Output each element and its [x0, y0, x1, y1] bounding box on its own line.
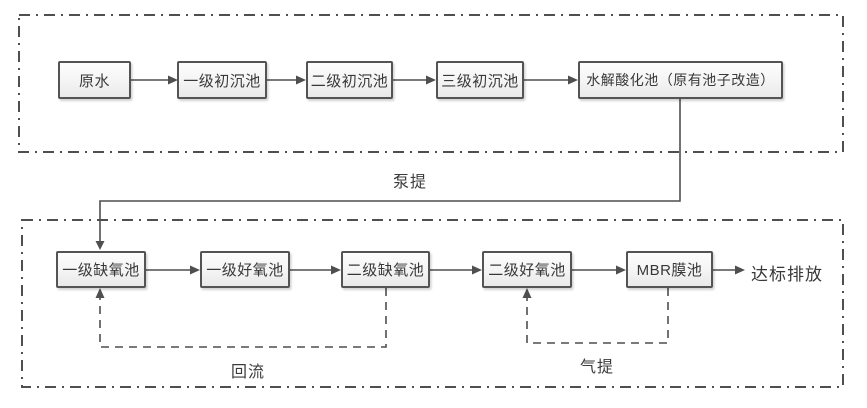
node-secondary-settling-label: 二级初沉池 — [310, 72, 389, 90]
pretreatment-section-border — [18, 14, 844, 153]
biological-section-border — [21, 219, 844, 388]
bottom-row-flow-arrows — [146, 265, 745, 275]
node-anoxic-1-label: 一级缺氧池 — [62, 262, 140, 279]
node-aerobic-tank-2: 二级好氧池 — [482, 251, 572, 288]
node-raw-water: 原水 — [58, 61, 131, 99]
node-secondary-settling-tank: 二级初沉池 — [306, 61, 393, 99]
air-lift-label: 气提 — [580, 359, 615, 376]
node-mbr-label: MBR膜池 — [636, 262, 703, 279]
top-row-flow-arrows — [131, 75, 578, 85]
node-tertiary-settling-label: 三级初沉池 — [441, 72, 519, 90]
node-primary-settling-tank: 一级初沉池 — [177, 61, 267, 99]
node-raw-water-label: 原水 — [78, 72, 110, 90]
node-aerobic-1-label: 一级好氧池 — [206, 262, 284, 279]
node-hydrolysis-acidification-tank: 水解酸化池（原有池子改造） — [578, 61, 783, 99]
node-anoxic-tank-2: 二级缺氧池 — [341, 251, 430, 288]
compliant-discharge-label: 达标排放 — [751, 265, 823, 284]
pump-lift-label: 泵提 — [393, 174, 428, 191]
air-lift-dashed-connector — [522, 288, 669, 344]
pump-lift-connector — [95, 99, 681, 250]
node-aerobic-2-label: 二级好氧池 — [488, 262, 566, 279]
node-tertiary-settling-tank: 三级初沉池 — [436, 61, 524, 99]
reflux-label: 回流 — [231, 364, 266, 381]
node-aerobic-tank-1: 一级好氧池 — [200, 251, 290, 288]
node-anoxic-2-label: 二级缺氧池 — [346, 262, 425, 279]
node-mbr-membrane-tank: MBR膜池 — [626, 251, 713, 288]
node-anoxic-tank-1: 一级缺氧池 — [56, 251, 146, 288]
node-primary-settling-label: 一级初沉池 — [183, 72, 261, 90]
node-hydrolysis-label: 水解酸化池（原有池子改造） — [586, 72, 775, 88]
reflux-dashed-connector — [95, 288, 387, 348]
